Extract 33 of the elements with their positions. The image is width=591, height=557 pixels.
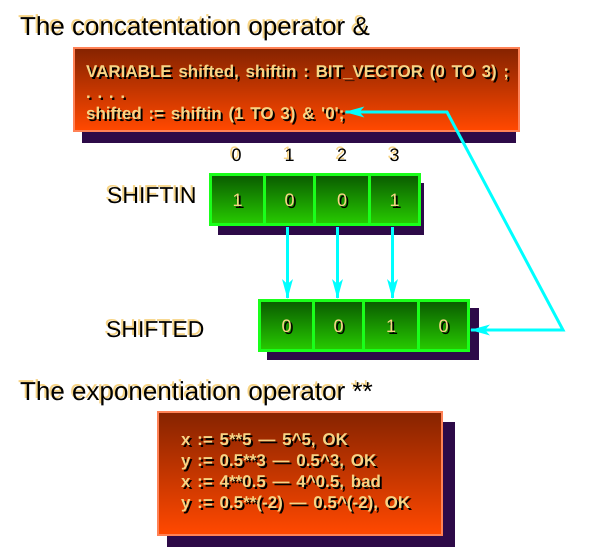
code-line: x := 4**0.5 — 4^0.5, bad — [181, 471, 381, 492]
code-box — [157, 411, 443, 536]
arrow — [344, 106, 566, 336]
bit-value: 0 — [438, 316, 448, 336]
index-number: 0 — [232, 145, 242, 165]
arrow — [332, 227, 343, 299]
code-line: x := 5**5 — 5^5, OK — [181, 429, 348, 450]
heading: The exponentiation operator ** — [20, 376, 373, 406]
index-number: 2 — [337, 145, 347, 165]
index-number: 1 — [284, 145, 294, 165]
code-line: y := 0.5**3 — 0.5^3, OK — [181, 450, 376, 471]
arrow — [387, 227, 398, 299]
arrow — [282, 227, 293, 299]
code-line: y := 0.5**(-2) — 0.5^(-2), OK — [181, 492, 410, 513]
heading: The concatentation operator & — [20, 11, 370, 41]
bit-value: 1 — [389, 190, 400, 210]
bit-cell — [312, 302, 362, 349]
code-box — [73, 47, 520, 132]
bit-value: 1 — [232, 190, 242, 210]
bit-value: 0 — [284, 190, 294, 210]
bit-value: 0 — [336, 190, 347, 210]
array-label: SHIFTED — [106, 316, 204, 342]
code-line: . . . . — [86, 82, 126, 103]
array-label: SHIFTIN — [107, 182, 196, 208]
bit-value: 0 — [333, 316, 344, 336]
bit-value: 0 — [281, 316, 292, 336]
bit-value: 1 — [386, 316, 396, 336]
bit-cell — [362, 302, 417, 349]
index-number: 3 — [390, 145, 400, 165]
code-line: VARIABLE shifted, shiftin : BIT_VECTOR (0 TO 3) ; — [86, 61, 510, 82]
bit-cell — [261, 302, 312, 349]
code-line: shifted := shiftin (1 TO 3) & '0'; — [86, 103, 344, 124]
bit-cell — [417, 302, 467, 349]
